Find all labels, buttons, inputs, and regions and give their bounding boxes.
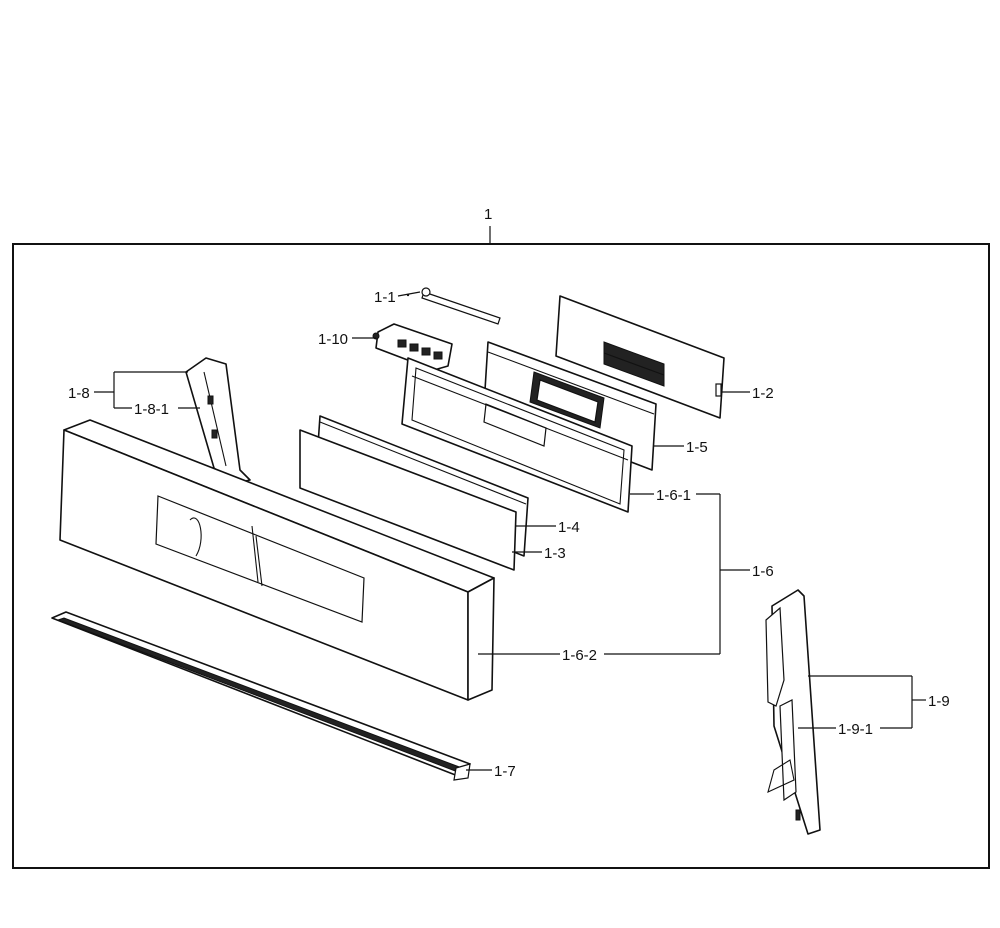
assembly-label: 1 — [484, 206, 492, 223]
label-1-9: 1-9 — [928, 693, 950, 710]
part-1-10-switch-block — [372, 323, 453, 371]
label-1-5: 1-5 — [686, 439, 708, 456]
part-1-9-right-end-cap — [765, 589, 821, 835]
label-1-8: 1-8 — [68, 385, 90, 402]
label-1-9-1: 1-9-1 — [838, 721, 873, 738]
label-1-7: 1-7 — [494, 763, 516, 780]
label-1-3: 1-3 — [544, 545, 566, 562]
label-1-4: 1-4 — [558, 519, 580, 536]
assembly-frame — [12, 243, 990, 869]
part-1-2-control-board — [555, 295, 725, 419]
part-1-8-left-end-cap — [185, 357, 251, 485]
part-1-7-trim-strip — [51, 611, 471, 781]
label-1-1: 1-1 — [374, 289, 396, 306]
part-1-1-rod — [421, 287, 501, 325]
leader-1-6 — [478, 493, 750, 655]
part-1-3-overlay-panel — [299, 429, 517, 571]
leader-1-9 — [798, 675, 926, 729]
leader-1-8 — [94, 371, 188, 409]
leader-1-1 — [397, 291, 421, 297]
label-1-6-2: 1-6-2 — [562, 647, 597, 664]
part-1-6-2-control-panel — [59, 419, 495, 701]
label-1-6: 1-6 — [752, 563, 774, 580]
label-1-2: 1-2 — [752, 385, 774, 402]
part-1-6-1-frame-bracket — [401, 357, 633, 513]
label-1-10: 1-10 — [318, 331, 348, 348]
label-1-8-1: 1-8-1 — [134, 401, 169, 418]
label-1-6-1: 1-6-1 — [656, 487, 691, 504]
